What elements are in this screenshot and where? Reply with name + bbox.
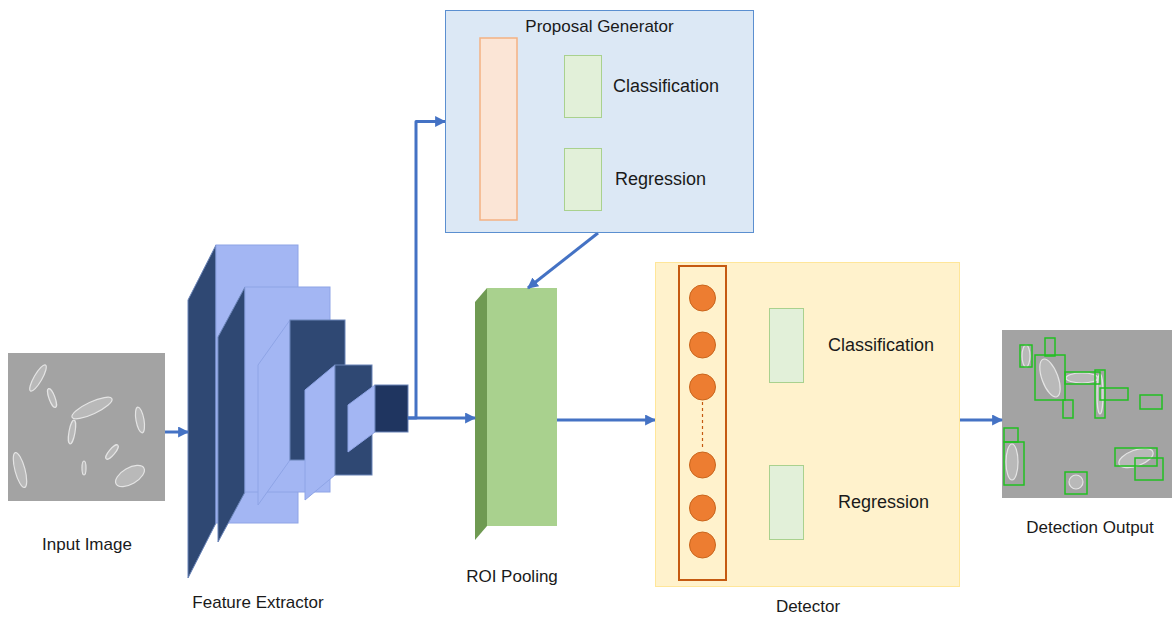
layer-side xyxy=(348,385,375,452)
cell xyxy=(82,461,86,475)
ellipsis-line xyxy=(702,402,703,450)
slab-face xyxy=(487,288,557,526)
bbox xyxy=(1115,448,1157,466)
node-label: Detection Output xyxy=(1026,518,1154,538)
layer-side xyxy=(218,287,245,542)
cells xyxy=(11,363,148,491)
neuron xyxy=(690,495,716,521)
flow-arrow xyxy=(528,233,598,288)
cell xyxy=(46,388,58,409)
input-image: Input Image xyxy=(8,353,165,501)
neuron xyxy=(690,532,716,558)
panel-fill xyxy=(445,10,754,233)
regression-head: Regression xyxy=(564,148,602,211)
fc-layer-frame xyxy=(679,266,726,580)
micrograph xyxy=(8,353,165,501)
cell xyxy=(27,363,49,393)
neuron xyxy=(690,332,716,358)
node-label: Feature Extractor xyxy=(192,593,323,613)
flow-arrow xyxy=(408,417,475,420)
neuron xyxy=(690,285,716,311)
node-label: Detector xyxy=(776,597,840,617)
feature-extractor: Feature Extractor xyxy=(188,245,408,580)
bbox xyxy=(1045,338,1055,356)
flow-arrow xyxy=(960,419,1002,422)
feature-bar xyxy=(480,38,517,220)
regression-head: Regression xyxy=(769,465,804,540)
detector-box: DetectorClassificationRegression xyxy=(655,262,960,587)
panel-title: Proposal Generator xyxy=(446,17,753,37)
bbox xyxy=(1063,400,1073,418)
cell xyxy=(67,420,77,445)
detection-output-image: Detection Output xyxy=(1002,330,1172,498)
cells xyxy=(1006,345,1156,489)
classification-head: Classification xyxy=(564,55,602,118)
node-label: Input Image xyxy=(42,535,132,555)
cell xyxy=(1022,345,1030,367)
bbox xyxy=(1100,388,1128,400)
bbox xyxy=(1004,442,1024,485)
cell xyxy=(70,393,115,422)
conv-stack xyxy=(188,245,408,578)
layer-side xyxy=(258,320,290,505)
neuron xyxy=(690,374,716,400)
node-label: Classification xyxy=(828,335,934,357)
bbox xyxy=(1140,395,1162,409)
bbox xyxy=(1035,355,1065,400)
cell xyxy=(112,461,148,491)
bbox xyxy=(1004,428,1018,442)
node-label: Regression xyxy=(838,492,929,514)
cell xyxy=(1036,356,1065,399)
cell xyxy=(134,407,146,434)
node-label: Regression xyxy=(615,169,706,191)
roi-pooling-layer: ROI Pooling xyxy=(475,288,557,540)
node-label: Classification xyxy=(613,76,719,98)
slab-side xyxy=(475,288,487,540)
cell xyxy=(1006,444,1018,480)
layer-side xyxy=(188,245,216,578)
layer-side xyxy=(305,365,335,500)
proposal-generator-box: Proposal GeneratorClassificationRegressi… xyxy=(445,10,754,233)
flow-arrow xyxy=(408,122,445,419)
detection-boxes xyxy=(1004,338,1163,494)
cell xyxy=(1066,373,1098,383)
layer-face xyxy=(375,385,408,432)
neurons xyxy=(690,285,716,558)
cell xyxy=(104,443,120,461)
micrograph xyxy=(1002,330,1172,498)
panel-fill xyxy=(655,262,960,587)
neuron xyxy=(690,452,716,478)
flow-arrow xyxy=(557,419,655,422)
cell xyxy=(11,451,30,488)
bbox xyxy=(1020,345,1032,367)
bbox xyxy=(1135,458,1163,480)
node-label: ROI Pooling xyxy=(466,567,558,587)
flow-arrow xyxy=(165,431,188,434)
cell xyxy=(1069,475,1083,489)
classification-head: Classification xyxy=(769,308,804,383)
bbox xyxy=(1065,472,1087,494)
